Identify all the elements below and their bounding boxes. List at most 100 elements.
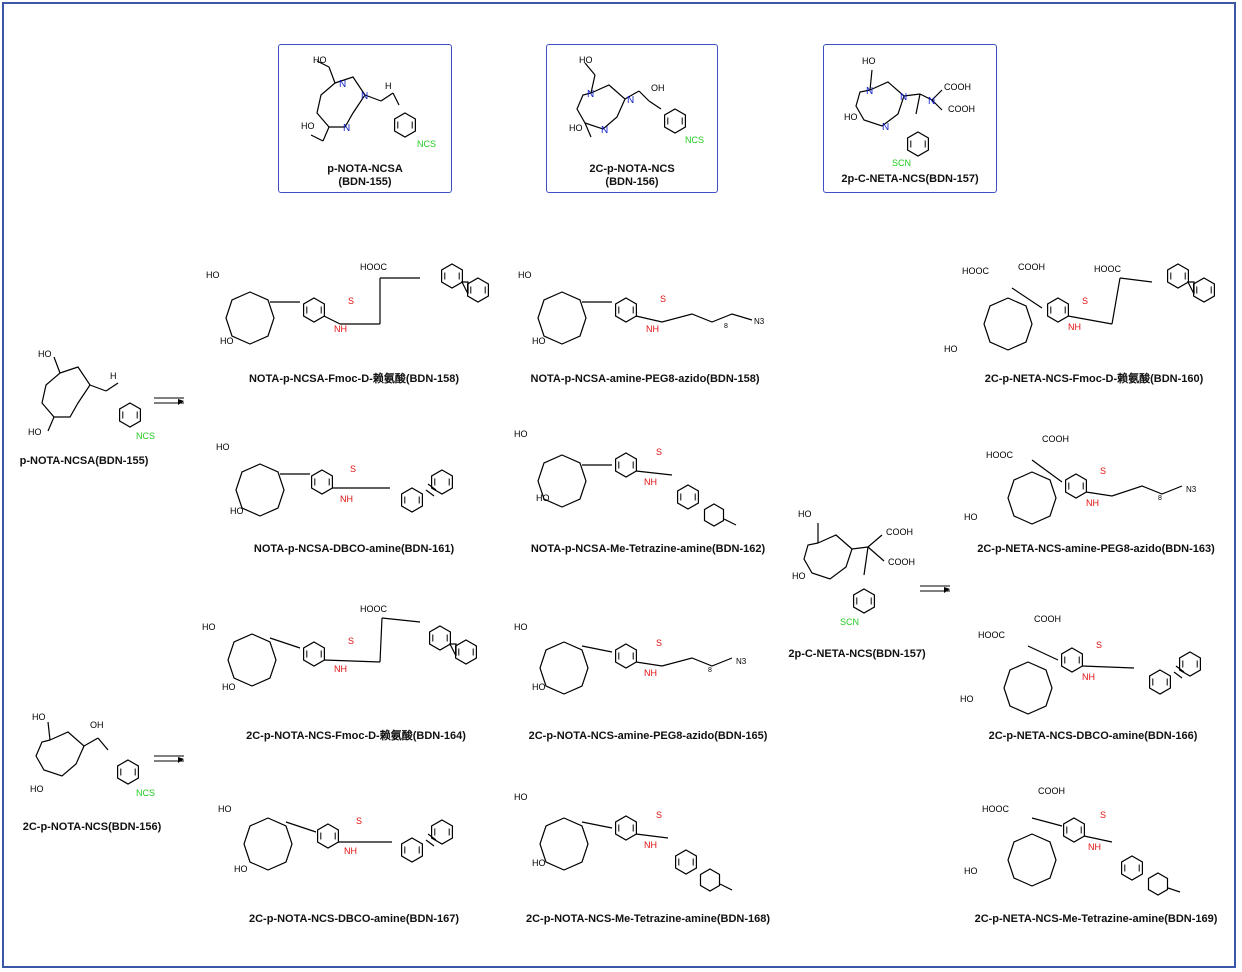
caption-headline-156-name: 2C-p-NOTA-NCS bbox=[589, 163, 675, 175]
atom-label: HOOC bbox=[978, 630, 1006, 640]
atom-label: S bbox=[356, 816, 362, 826]
start-structure-bdn-156: HO OH HO NCS bbox=[30, 712, 155, 798]
atom-label: HO bbox=[532, 682, 546, 692]
atom-label: HO bbox=[579, 55, 593, 65]
product-caption-3: 2C-p-NETA-NCS-Fmoc-D-赖氨酸(BDN-160) bbox=[984, 373, 1204, 385]
product-caption-1: NOTA-p-NCSA-Fmoc-D-赖氨酸(BDN-158) bbox=[248, 373, 460, 385]
atom-label: HO bbox=[960, 694, 974, 704]
atom-label: HO bbox=[792, 571, 806, 581]
atom-label: HO bbox=[218, 804, 232, 814]
product-structure-bdn-168: S NH HO HO bbox=[514, 792, 733, 892]
box-bdn-157 bbox=[823, 44, 997, 193]
atom-label: N bbox=[928, 96, 935, 107]
atom-label: HO bbox=[569, 123, 583, 133]
atom-label: NH bbox=[644, 477, 657, 487]
atom-label: HO bbox=[234, 864, 248, 874]
product-caption-8: 2C-p-NOTA-NCS-amine-PEG8-azido(BDN-165) bbox=[528, 730, 768, 742]
ncs-label: NCS bbox=[417, 139, 436, 149]
atom-label: NH bbox=[1082, 672, 1095, 682]
ncs-label: NCS bbox=[136, 788, 155, 798]
atom-label: S bbox=[1096, 640, 1102, 650]
atom-label: S bbox=[1082, 296, 1088, 306]
atom-label: HOOC bbox=[360, 604, 388, 614]
atom-label: NH bbox=[1068, 322, 1081, 332]
structure-bdn-156: N N N HO OH HO NCS bbox=[569, 55, 704, 145]
atom-label: 8 bbox=[708, 667, 712, 674]
atom-label: NH bbox=[644, 668, 657, 678]
atom-label: HO bbox=[514, 429, 528, 439]
atom-label: S bbox=[348, 636, 354, 646]
product-structure-bdn-169: S NH HOOC COOH HO bbox=[964, 786, 1181, 896]
atom-label: OH bbox=[90, 720, 104, 730]
ncs-label: SCN bbox=[840, 617, 859, 627]
start-caption-bdn-155: p-NOTA-NCSA(BDN-155) bbox=[19, 455, 149, 467]
atom-label: N bbox=[587, 89, 594, 100]
atom-label: OH bbox=[651, 83, 665, 93]
atom-label: 8 bbox=[1158, 495, 1162, 502]
atom-label: N bbox=[882, 122, 889, 133]
atom-label: HOOC bbox=[962, 266, 990, 276]
caption-headline-155-name: p-NOTA-NCSA bbox=[327, 163, 403, 175]
atom-label: HO bbox=[514, 792, 528, 802]
atom-label: HO bbox=[944, 344, 958, 354]
atom-label: COOH bbox=[888, 557, 915, 567]
atom-label: HO bbox=[222, 682, 236, 692]
product-caption-5: NOTA-p-NCSA-Me-Tetrazine-amine(BDN-162) bbox=[530, 543, 766, 555]
atom-label: HO bbox=[964, 512, 978, 522]
atom-label: HO bbox=[28, 427, 42, 437]
atom-label: HO bbox=[30, 784, 44, 794]
atom-label: HO bbox=[32, 712, 46, 722]
atom-label: NH bbox=[334, 324, 347, 334]
atom-label: HOOC bbox=[982, 804, 1010, 814]
atom-label: COOH bbox=[1034, 614, 1061, 624]
atom-label: N bbox=[339, 79, 346, 90]
start-structure-bdn-157: HO COOH COOH HO SCN bbox=[792, 509, 915, 627]
atom-label: N3 bbox=[754, 317, 765, 326]
product-structure-bdn-160: S NH HOOC COOH HO HOOC bbox=[944, 262, 1212, 354]
start-caption-bdn-157: 2p-C-NETA-NCS(BDN-157) bbox=[788, 648, 926, 660]
product-caption-7: 2C-p-NOTA-NCS-Fmoc-D-赖氨酸(BDN-164) bbox=[246, 730, 466, 742]
product-structure-bdn-163: S NH HOOC COOH HO N3 8 bbox=[964, 434, 1197, 525]
atom-label: NH bbox=[334, 664, 347, 674]
caption-headline-155-code: (BDN-155) bbox=[338, 176, 392, 188]
box-bdn-155 bbox=[278, 44, 452, 193]
reaction-arrow-155 bbox=[154, 397, 184, 405]
atom-label: N3 bbox=[1186, 485, 1197, 494]
product-structure-bdn-161: S NH HO HO bbox=[216, 442, 470, 517]
atom-label: COOH bbox=[948, 104, 975, 114]
atom-label: HOOC bbox=[360, 262, 388, 272]
atom-label: HO bbox=[514, 622, 528, 632]
atom-label: H bbox=[110, 371, 117, 381]
box-bdn-156 bbox=[546, 44, 718, 193]
structure-bdn-157: N N N N HO COOH COOH HO SCN bbox=[844, 56, 975, 168]
product-caption-10: 2C-p-NOTA-NCS-DBCO-amine(BDN-167) bbox=[248, 913, 460, 925]
atom-label: HO bbox=[230, 506, 244, 516]
atom-label: HO bbox=[532, 858, 546, 868]
product-caption-9: 2C-p-NETA-NCS-DBCO-amine(BDN-166) bbox=[988, 730, 1198, 742]
start-caption-bdn-156: 2C-p-NOTA-NCS(BDN-156) bbox=[22, 821, 162, 833]
atom-label: N bbox=[343, 123, 350, 134]
atom-label: S bbox=[1100, 466, 1106, 476]
reaction-arrow-157 bbox=[920, 585, 950, 593]
product-caption-4: NOTA-p-NCSA-DBCO-amine(BDN-161) bbox=[253, 543, 455, 555]
atom-label: HO bbox=[798, 509, 812, 519]
atom-label: NH bbox=[340, 494, 353, 504]
product-structure-bdn-158-fmoc: S NH HO HO HOOC bbox=[206, 262, 480, 346]
product-structure-bdn-164: S NH HO HO HOOC bbox=[202, 604, 480, 692]
atom-label: NH bbox=[646, 324, 659, 334]
atom-label: S bbox=[350, 464, 356, 474]
atom-label: S bbox=[656, 638, 662, 648]
product-structure-bdn-158-peg: S NH HO HO N3 8 bbox=[518, 270, 765, 346]
atom-label: COOH bbox=[1042, 434, 1069, 444]
product-caption-11: 2C-p-NOTA-NCS-Me-Tetrazine-amine(BDN-168… bbox=[525, 913, 771, 925]
atom-label: N3 bbox=[736, 657, 747, 666]
product-structure-bdn-167: S NH HO HO bbox=[218, 804, 466, 874]
atom-label: HOOC bbox=[986, 450, 1014, 460]
ncs-label: NCS bbox=[685, 135, 704, 145]
product-structure-bdn-166: S NH HOOC COOH HO bbox=[960, 614, 1218, 715]
atom-label: N bbox=[866, 86, 873, 97]
atom-label: S bbox=[656, 447, 662, 457]
product-caption-12: 2C-p-NETA-NCS-Me-Tetrazine-amine(BDN-169… bbox=[974, 913, 1218, 925]
caption-headline-156-code: (BDN-156) bbox=[605, 176, 659, 188]
